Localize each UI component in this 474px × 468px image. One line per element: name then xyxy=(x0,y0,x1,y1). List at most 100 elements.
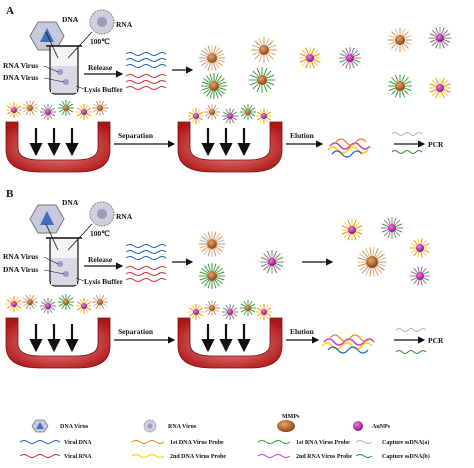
legend-viral-rna-swatch xyxy=(19,454,61,458)
legend-capture-b-swatch xyxy=(355,454,373,458)
legend: DNA Virus RNA Virus MMPs AuNPs Viral DNA… xyxy=(19,414,430,460)
legend-rna-probe2-swatch xyxy=(257,454,291,458)
released-nucleic-acids xyxy=(125,52,167,90)
dna-label: DNA xyxy=(62,198,79,207)
legend-viral-rna: Viral RNA xyxy=(64,454,92,460)
legend-capture-b: Capture ssDNA(b) xyxy=(382,453,430,460)
temperature-label: 100℃ xyxy=(90,37,110,46)
aunp-particle xyxy=(410,266,430,286)
panel-letter: A xyxy=(6,5,14,17)
rna-virus-icon xyxy=(89,9,115,35)
aunp-particle xyxy=(429,27,451,49)
magnet-well-right xyxy=(177,121,283,173)
mmp-particle xyxy=(388,28,412,52)
aunp-particle xyxy=(299,47,321,69)
mmp-particle xyxy=(199,231,225,257)
lysis-buffer-label: Lysis Buffer xyxy=(84,85,124,94)
mmp-particle xyxy=(58,100,74,116)
panel-b: B DNA RNA 100℃ RNA Virus DNA Virus Lysis… xyxy=(3,188,444,369)
rna-virus-label: RNA Virus xyxy=(3,252,38,261)
magnet-well-right xyxy=(177,317,283,369)
mmp-particle xyxy=(58,294,74,310)
mmp-particle xyxy=(199,45,225,71)
aunp-particle xyxy=(76,104,92,120)
dna-label: DNA xyxy=(62,15,79,24)
aunp-particle xyxy=(76,298,92,314)
mmp-particle xyxy=(357,247,387,277)
dna-virus-label: DNA Virus xyxy=(3,265,38,274)
lysis-tube xyxy=(45,223,93,287)
legend-capture-a: Capture ssDNA(a) xyxy=(382,439,429,446)
aunp-particle xyxy=(339,47,361,69)
legend-dna-probe-2: 2nd DNA Virus Probe xyxy=(170,454,226,460)
dna-virus-label: DNA Virus xyxy=(3,73,38,82)
particle-cluster xyxy=(199,217,430,289)
aunp-particle xyxy=(188,304,204,320)
legend-rna-probe1-swatch xyxy=(257,440,291,444)
legend-dna-virus: DNA Virus xyxy=(60,424,89,430)
mmp-particle xyxy=(251,37,277,63)
temperature-label: 100℃ xyxy=(90,229,110,238)
panel-a: A DNA RNA 100℃ RNA Virus DNA Virus Lysis xyxy=(3,5,451,173)
mmp-particle xyxy=(204,104,220,120)
rna-label: RNA xyxy=(116,212,133,221)
elution-label: Elution xyxy=(290,327,315,336)
legend-rna-probe-2: 2nd RNA Virus Probe xyxy=(296,454,352,460)
dna-virus-icon xyxy=(29,204,65,234)
aunp-particle xyxy=(381,217,403,239)
released-nucleic-acids xyxy=(125,244,167,282)
mmp-particle xyxy=(249,67,275,93)
separation-label: Separation xyxy=(118,131,154,140)
mixed-particles xyxy=(6,100,108,120)
aunp-particle xyxy=(256,304,272,320)
mmp-particle xyxy=(22,100,38,116)
legend-mmp-icon xyxy=(277,420,295,432)
mmp-particle xyxy=(201,73,227,99)
magnet-well-left xyxy=(5,317,111,369)
rna-virus-label: RNA Virus xyxy=(3,61,38,70)
mmp-particle xyxy=(199,263,225,289)
aunp-particle xyxy=(40,298,56,314)
pcr-label: PCR xyxy=(428,336,444,345)
aunp-particle xyxy=(410,238,430,258)
legend-dna-probe1-swatch xyxy=(131,440,165,444)
mmp-particle xyxy=(22,294,38,310)
aunp-particle xyxy=(6,296,22,312)
mmp-particle xyxy=(92,100,108,116)
eluted-probes xyxy=(327,132,423,158)
legend-aunps: AuNPs xyxy=(372,424,391,430)
legend-viral-dna-swatch xyxy=(19,440,61,444)
rna-virus-icon xyxy=(89,201,115,227)
aunp-particle xyxy=(256,108,272,124)
lysis-buffer-label: Lysis Buffer xyxy=(84,277,124,286)
panel-letter: B xyxy=(6,188,14,200)
release-label: Release xyxy=(88,255,113,264)
aunp-particle xyxy=(188,108,204,124)
aunp-particle xyxy=(6,102,22,118)
mmp-particle xyxy=(240,104,256,120)
legend-dna-probe2-swatch xyxy=(131,453,165,459)
legend-mmps: MMPs xyxy=(282,414,300,420)
aunp-particle xyxy=(341,219,363,241)
legend-aunp-icon xyxy=(353,421,363,431)
legend-dna-probe-1: 1st DNA Virus Probe xyxy=(170,440,224,446)
legend-viral-dna: Viral DNA xyxy=(64,440,92,446)
mixed-particles xyxy=(6,294,108,314)
legend-rna-virus-icon xyxy=(143,419,157,433)
magnet-well-left xyxy=(5,121,111,173)
lysis-tube xyxy=(45,31,93,95)
aunp-particle xyxy=(260,250,284,274)
bound-particles xyxy=(188,300,272,320)
mmp-particle xyxy=(92,294,108,310)
legend-capture-a-swatch xyxy=(355,440,373,444)
eluted-probes xyxy=(321,328,427,354)
bound-particles xyxy=(188,104,272,124)
aunp-particle xyxy=(40,104,56,120)
mmp-particle xyxy=(388,74,412,98)
particle-cluster xyxy=(199,27,451,99)
legend-rna-virus: RNA Virus xyxy=(168,424,197,430)
release-label: Release xyxy=(88,63,113,72)
legend-rna-probe-1: 1st RNA Virus Probe xyxy=(296,440,350,446)
